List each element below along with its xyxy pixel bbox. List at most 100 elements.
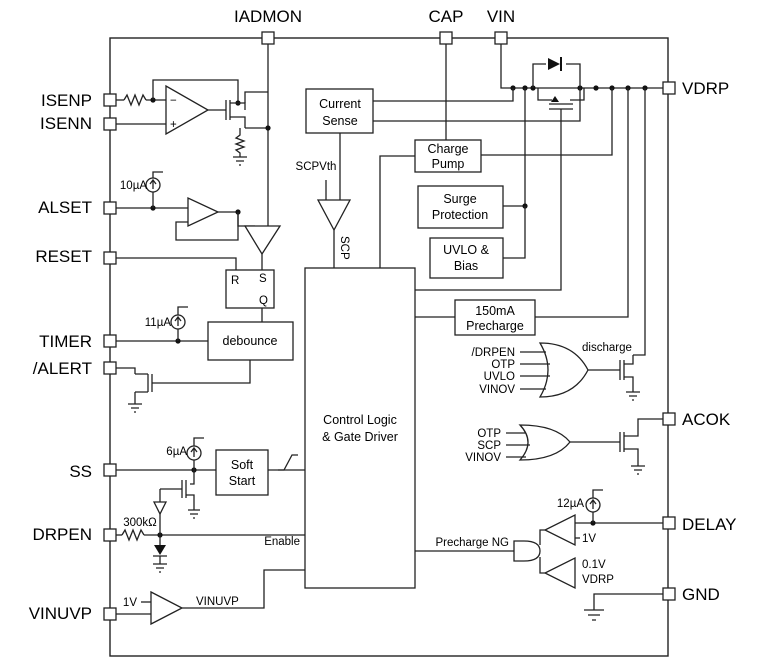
or1-input-drpen: /DRPEN bbox=[472, 347, 515, 359]
debounce-block: debounce bbox=[207, 321, 294, 361]
pass-fet-icon bbox=[537, 88, 585, 116]
or-gate-discharge-icon bbox=[538, 342, 589, 398]
fb-wire bbox=[152, 79, 239, 103]
pin-vdrp-label: VDRP bbox=[682, 79, 729, 98]
current-amp-icon bbox=[165, 84, 210, 136]
surge-protection-block: Surge Protection bbox=[417, 185, 504, 229]
pin-vinuvp-label: VINUVP bbox=[29, 604, 92, 623]
control-logic-block: Control Logic & Gate Driver bbox=[304, 267, 416, 589]
pin-vin bbox=[494, 31, 508, 45]
latch-q-label: Q bbox=[259, 295, 268, 307]
isenp-resistor-icon bbox=[123, 93, 147, 107]
pin-isenp bbox=[103, 93, 117, 107]
isrc-6ua-label: 6µA bbox=[166, 446, 187, 458]
r-300k-label: 300kΩ bbox=[123, 517, 157, 529]
vinuvp-signal-label: VINUVP bbox=[196, 596, 239, 608]
uvlo-line2: Bias bbox=[454, 259, 478, 273]
body-diode-icon bbox=[548, 58, 560, 70]
uvlo-line1: UVLO & bbox=[443, 243, 490, 257]
delay-comparator-icon bbox=[543, 513, 576, 547]
vin-wire bbox=[500, 44, 513, 89]
gnd-wire bbox=[584, 593, 663, 621]
pin-gnd-label: GND bbox=[682, 585, 720, 604]
pin-delay bbox=[662, 516, 676, 530]
or1-input-vinov: VINOV bbox=[479, 384, 515, 396]
pin-acok-label: ACOK bbox=[682, 410, 731, 429]
precharge-out-wire bbox=[535, 88, 629, 318]
isrc-10ua-label: 10µA bbox=[120, 180, 147, 192]
pin-alset-label: ALSET bbox=[38, 198, 92, 217]
scp-signal-label: SCP bbox=[338, 236, 350, 260]
precharge-block: 150mA Precharge bbox=[454, 299, 536, 336]
sense-fet-icon bbox=[230, 102, 246, 128]
gate-drive-wire bbox=[415, 116, 562, 291]
pin-alset bbox=[103, 201, 117, 215]
enable-label: Enable bbox=[264, 536, 300, 548]
pin-gnd bbox=[662, 587, 676, 601]
drpen-buffer-icon bbox=[152, 501, 168, 516]
soft-start-line1: Soft bbox=[231, 458, 254, 472]
reset-wire bbox=[116, 257, 237, 270]
vdrp-ref-label: VDRP bbox=[582, 574, 614, 586]
pin-delay-label: DELAY bbox=[682, 515, 737, 534]
pin-iadmon-label: IADMON bbox=[234, 7, 302, 26]
latch-r-label: R bbox=[231, 275, 239, 287]
vinuvp-comparator-icon bbox=[150, 590, 184, 626]
pin-isenn bbox=[103, 117, 117, 131]
debounce-label: debounce bbox=[223, 334, 278, 348]
uvlo-wire bbox=[503, 206, 526, 259]
charge-pump-line2: Pump bbox=[432, 157, 465, 171]
current-sense-line1: Current bbox=[319, 97, 361, 111]
current-sense-line2: Sense bbox=[322, 114, 357, 128]
pin-reset-label: RESET bbox=[35, 247, 92, 266]
or2-input-vinov: VINOV bbox=[465, 452, 501, 464]
discharge-label: discharge bbox=[582, 342, 632, 354]
diode-wire-left bbox=[532, 63, 546, 88]
or1-input-otp: OTP bbox=[491, 359, 515, 371]
ground-icon bbox=[233, 156, 247, 166]
pin-timer bbox=[103, 334, 117, 348]
pin-alert bbox=[103, 361, 117, 375]
surge-line2: Protection bbox=[432, 208, 488, 222]
control-logic-line1: Control Logic bbox=[323, 413, 397, 427]
ramp-icon bbox=[278, 454, 298, 471]
pin-drpen bbox=[103, 528, 117, 542]
surge-wire bbox=[503, 88, 526, 207]
or1-input-uvlo: UVLO bbox=[484, 371, 515, 383]
pin-cap bbox=[439, 31, 453, 45]
cs-wire-vdrp bbox=[373, 88, 581, 122]
iadmon-resistor-icon bbox=[234, 128, 246, 157]
charge-pump-block: Charge Pump bbox=[414, 139, 482, 173]
uvlo-bias-block: UVLO & Bias bbox=[429, 237, 504, 279]
pin-ss-label: SS bbox=[69, 462, 92, 481]
diode-wire-right bbox=[566, 63, 581, 88]
current-sense-block: Current Sense bbox=[305, 88, 374, 134]
pin-cap-label: CAP bbox=[429, 7, 464, 26]
cs-wire-vin bbox=[373, 88, 514, 102]
pin-isenp-label: ISENP bbox=[41, 91, 92, 110]
charge-pump-line1: Charge bbox=[428, 142, 469, 156]
or2-input-otp: OTP bbox=[477, 428, 501, 440]
scpvth-label: SCPVth bbox=[296, 161, 337, 173]
svg-text:−: − bbox=[170, 95, 177, 107]
discharge-wire bbox=[633, 88, 646, 356]
pin-squares bbox=[103, 31, 676, 621]
soft-start-line2: Start bbox=[229, 474, 256, 488]
precharge-ng-label: Precharge NG bbox=[435, 537, 509, 549]
control-logic-line2: & Gate Driver bbox=[322, 430, 398, 444]
isrc-12ua-label: 12µA bbox=[557, 498, 584, 510]
pin-alert-label: /ALERT bbox=[33, 359, 92, 378]
pin-timer-label: TIMER bbox=[39, 332, 92, 351]
pin-ss bbox=[103, 463, 117, 477]
scp-comparator-icon bbox=[316, 199, 352, 232]
or2-input-scp: SCP bbox=[477, 440, 501, 452]
pin-vinuvp bbox=[103, 607, 117, 621]
precharge-line1: 150mA bbox=[475, 304, 515, 318]
pin-drpen-label: DRPEN bbox=[32, 525, 92, 544]
delay-ref-label: 1V bbox=[582, 533, 596, 545]
vdrp-comparator-icon bbox=[543, 556, 576, 590]
and-gate-icon bbox=[513, 540, 541, 562]
pin-vdrp bbox=[662, 81, 676, 95]
iadmon-comparator-icon bbox=[243, 225, 282, 256]
